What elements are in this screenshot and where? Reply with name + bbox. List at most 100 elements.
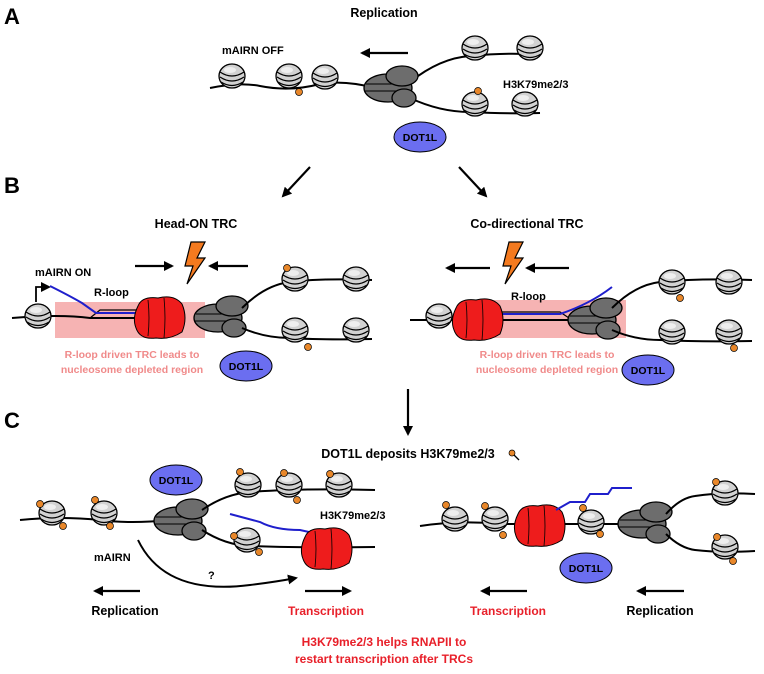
conclusion-line2: restart transcription after TRCs xyxy=(295,652,473,666)
right-c-replication-label: Replication xyxy=(626,604,693,618)
nucleosome-icon xyxy=(715,269,743,295)
panel-c-title: DOT1L deposits H3K79me2/3 xyxy=(321,447,494,461)
nucleosome-icon xyxy=(234,472,262,498)
dot1l-label: DOT1L xyxy=(631,365,666,377)
methyl-mark-icon xyxy=(676,294,684,302)
panel-a-letter: A xyxy=(4,4,20,29)
nucleosome-icon xyxy=(275,472,303,498)
rloop-label-right: R-loop xyxy=(511,291,546,303)
rnapii-icon xyxy=(451,298,504,341)
methyl-mark-icon xyxy=(91,496,99,504)
methyl-mark-icon xyxy=(283,264,291,272)
nucleosome-icon xyxy=(275,63,303,89)
methyl-mark-icon xyxy=(230,532,238,540)
nucleosome-icon xyxy=(311,64,339,90)
panel-a-title: Replication xyxy=(350,6,417,20)
panel-c-letter: C xyxy=(4,408,20,433)
methyl-mark-icon xyxy=(474,87,482,95)
rnapii-icon xyxy=(513,504,566,547)
dot1l-label: DOT1L xyxy=(569,563,604,575)
small-methyl-mark-icon xyxy=(508,449,520,461)
head-on-note-line1: R-loop driven TRC leads to xyxy=(65,349,200,361)
dot1l-enzyme xyxy=(621,354,675,386)
left-c-mark-label: H3K79me2/3 xyxy=(320,510,385,522)
panel-a-mark-label: H3K79me2/3 xyxy=(503,79,568,91)
nucleosome-icon xyxy=(342,317,370,343)
right-c-daughter-bottom xyxy=(665,533,756,553)
dot1l-enzyme xyxy=(559,552,613,584)
methyl-mark-icon xyxy=(579,504,587,512)
head-on-parental-dna xyxy=(11,315,180,319)
head-on-note-line2: nucleosome depleted region xyxy=(61,364,203,376)
nucleosome-icon xyxy=(218,63,246,89)
replisome-icon xyxy=(617,501,673,544)
methyl-mark-icon xyxy=(729,557,737,565)
rloop-label-left: R-loop xyxy=(94,287,129,299)
restart-arrow xyxy=(137,539,298,588)
methyl-mark-icon xyxy=(499,531,507,539)
nucleosome-icon xyxy=(461,91,489,117)
nascent-rna xyxy=(229,513,319,535)
methyl-mark-icon xyxy=(481,502,489,510)
nucleosome-icon xyxy=(233,527,261,553)
codirectional-title: Co-directional TRC xyxy=(470,217,583,231)
dot1l-enzyme xyxy=(219,350,273,382)
conclusion-line1: H3K79me2/3 helps RNAPII to xyxy=(302,635,467,649)
left-c-transcription-label: Transcription xyxy=(288,604,364,618)
nucleosome-icon xyxy=(342,266,370,292)
rloop-rna xyxy=(49,285,140,314)
arrow-to-head-on xyxy=(281,166,311,198)
methyl-mark-icon xyxy=(304,343,312,351)
dot1l-enzyme xyxy=(393,121,447,153)
nucleosome-icon xyxy=(281,317,309,343)
methyl-mark-icon xyxy=(442,501,450,509)
nucleosome-icon xyxy=(24,303,52,329)
nucleosome-icon xyxy=(658,319,686,345)
codir-note-line1: R-loop driven TRC leads to xyxy=(480,349,615,361)
nucleosome-icon xyxy=(658,269,686,295)
nucleosome-icon xyxy=(481,506,509,532)
methyl-mark-icon xyxy=(236,468,244,476)
lightning-icon xyxy=(184,241,206,285)
dot1l-label: DOT1L xyxy=(159,475,194,487)
right-c-transcription-label: Transcription xyxy=(470,604,546,618)
head-on-state-label: mAIRN ON xyxy=(35,267,91,279)
methyl-mark-icon xyxy=(280,469,288,477)
nucleosome-icon xyxy=(715,319,743,345)
lightning-icon xyxy=(502,241,524,285)
methyl-mark-icon xyxy=(255,548,263,556)
methyl-mark-icon xyxy=(295,88,303,96)
replisome-icon xyxy=(153,498,209,541)
methyl-mark-icon xyxy=(326,470,334,478)
nucleosome-icon xyxy=(90,500,118,526)
dot1l-label: DOT1L xyxy=(229,361,264,373)
rnapii-icon xyxy=(133,296,186,339)
nucleosome-icon xyxy=(461,35,489,61)
methyl-mark-icon xyxy=(106,522,114,530)
nucleosome-icon xyxy=(511,91,539,117)
methyl-mark-icon xyxy=(712,478,720,486)
rnapii-icon xyxy=(300,527,353,570)
arrow-to-codirectional xyxy=(458,166,488,198)
methyl-mark-icon xyxy=(293,496,301,504)
replisome-icon xyxy=(363,65,419,108)
dot1l-enzyme xyxy=(149,464,203,496)
methyl-mark-icon xyxy=(36,500,44,508)
gene-label: mAIRN xyxy=(94,552,131,564)
codir-note-line2: nucleosome depleted region xyxy=(476,364,618,376)
methyl-mark-icon xyxy=(730,344,738,352)
nascent-rna xyxy=(555,487,632,511)
methyl-mark-icon xyxy=(713,533,721,541)
methyl-mark-icon xyxy=(59,522,67,530)
left-c-replication-label: Replication xyxy=(91,604,158,618)
rloop-rna xyxy=(494,286,613,315)
right-c-daughter-top xyxy=(665,492,756,515)
nucleosome-icon xyxy=(441,506,469,532)
promoter-arrow-icon xyxy=(35,282,51,302)
methyl-mark-icon xyxy=(596,530,604,538)
nucleosome-icon xyxy=(425,303,453,329)
panel-b-letter: B xyxy=(4,173,20,198)
question-mark: ? xyxy=(208,570,215,582)
